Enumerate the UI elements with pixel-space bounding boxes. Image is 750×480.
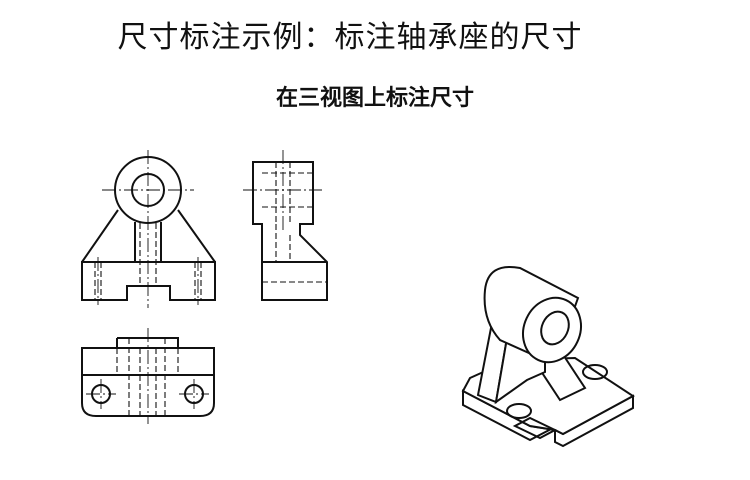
front-hidden-lines — [94, 223, 202, 300]
slide-subtitle: 在三视图上标注尺寸 — [275, 85, 474, 111]
iso-base-hole-left — [506, 403, 532, 419]
top-boss-outline — [116, 337, 179, 348]
side-center-lines — [243, 150, 322, 232]
top-view — [81, 328, 215, 424]
front-ribs — [81, 209, 216, 263]
iso-boss-face — [522, 296, 582, 364]
side-hidden-vertical — [275, 162, 291, 262]
top-base-outline — [81, 347, 215, 417]
front-base — [81, 261, 216, 301]
top-hidden-lines — [116, 338, 179, 416]
side-view — [243, 150, 328, 301]
isometric-view — [461, 266, 635, 448]
iso-base-slot — [512, 416, 558, 440]
top-center-lines — [86, 328, 209, 424]
side-hidden-horizontal — [262, 172, 327, 283]
iso-boss-hole — [540, 310, 570, 346]
slide-title: 尺寸标注示例：标注轴承座的尺寸 — [117, 20, 583, 55]
front-view — [81, 150, 216, 308]
iso-base-hole-right — [582, 364, 608, 380]
front-center-lines — [97, 150, 199, 308]
front-web — [134, 222, 162, 262]
